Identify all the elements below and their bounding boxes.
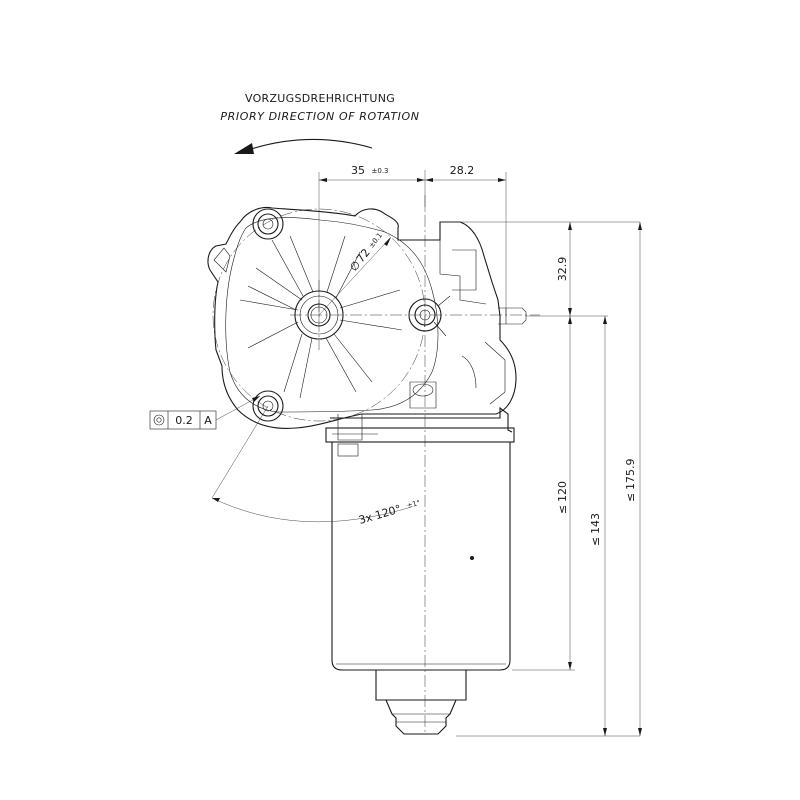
dim-120-le-symbol: ≤ [556, 505, 569, 514]
tolerance-datum: A [204, 414, 212, 427]
dim-35-label: 35 [351, 164, 365, 177]
rotation-direction-group: VORZUGSDREHRICHTUNG PRIORY DIRECTION OF … [220, 92, 419, 154]
right-dimensions: 32.9 ≤ 120 ≤ 143 ≤ 175.9 [440, 221, 642, 737]
dim-175-9-label: 175.9 [624, 459, 637, 491]
rotation-label-de: VORZUGSDREHRICHTUNG [245, 92, 395, 105]
dim-143-label: 143 [589, 513, 602, 534]
center-lines [290, 195, 540, 735]
mounting-boss-right [408, 298, 442, 332]
dim-175-9-le-symbol: ≤ [624, 493, 637, 502]
concentricity-icon [153, 414, 165, 426]
dim-28-2-label: 28.2 [450, 164, 475, 177]
mounting-boss-top [252, 208, 284, 240]
dim-32-9-label: 32.9 [556, 257, 569, 282]
gear-ribs [239, 235, 451, 399]
dim-35-tolerance: ±0.3 [372, 167, 389, 175]
angle-tolerance: ±1° [406, 499, 421, 511]
rotation-arrow [247, 138, 373, 151]
rotation-label-en: PRIORY DIRECTION OF ROTATION [220, 110, 419, 123]
mounting-boss-bottom [252, 390, 284, 422]
dim-143-le-symbol: ≤ [589, 537, 602, 546]
angle-label: 3x 120° [357, 502, 402, 526]
gear-housing [207, 206, 527, 429]
motor-body [325, 406, 515, 735]
tolerance-frame: 0.2 A [149, 395, 261, 430]
tolerance-value: 0.2 [175, 414, 193, 427]
rotation-arrow-head-icon [234, 143, 254, 154]
top-dimensions: 35 ±0.3 28.2 [318, 164, 507, 320]
dim-120-label: 120 [556, 481, 569, 502]
output-shaft-hub [294, 290, 344, 340]
